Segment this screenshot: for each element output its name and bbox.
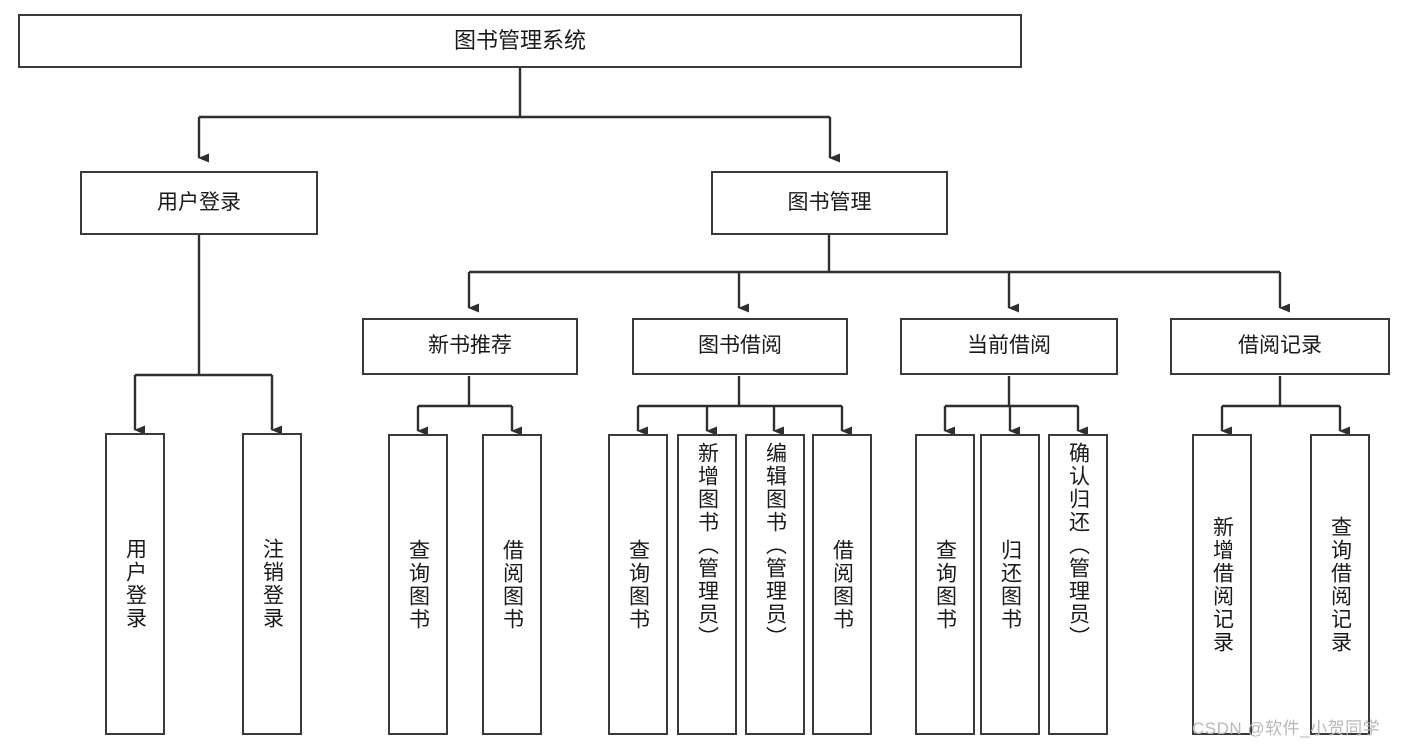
node-label: 注销登录: [260, 538, 284, 630]
node-label: 编辑图书（管理员）: [763, 442, 787, 649]
leaf-current-confirm-return[interactable]: 确认归还（管理员）: [1048, 434, 1108, 735]
node-label: 新增图书（管理员）: [695, 442, 719, 649]
leaf-user-login[interactable]: 用户登录: [105, 433, 165, 735]
node-book-borrow[interactable]: 图书借阅: [632, 318, 848, 375]
node-label: 借阅图书: [500, 538, 524, 631]
leaf-recommend-query-book[interactable]: 查询图书: [388, 434, 448, 735]
leaf-borrow-add-book[interactable]: 新增图书（管理员）: [677, 434, 737, 735]
leaf-recommend-borrow-book[interactable]: 借阅图书: [482, 434, 542, 735]
node-label: 新增借阅记录: [1210, 515, 1234, 654]
node-label: 当前借阅: [967, 334, 1051, 358]
node-user-login[interactable]: 用户登录: [80, 171, 318, 235]
node-label: 查询图书: [406, 538, 430, 631]
node-label: 归还图书: [998, 538, 1022, 631]
leaf-current-return-book[interactable]: 归还图书: [980, 434, 1040, 735]
node-label: 新书推荐: [428, 334, 512, 358]
node-label: 图书管理: [787, 190, 872, 214]
leaf-current-query-book[interactable]: 查询图书: [915, 434, 975, 735]
leaf-borrow-borrow-book[interactable]: 借阅图书: [812, 434, 872, 735]
node-label: 查询图书: [626, 538, 650, 631]
node-label: 图书管理系统: [453, 28, 586, 54]
watermark-text: CSDN @软件_小贺同学: [1192, 719, 1381, 738]
node-label: 图书借阅: [698, 334, 782, 358]
node-label: 查询图书: [933, 538, 957, 631]
leaf-record-query-record[interactable]: 查询借阅记录: [1310, 434, 1370, 735]
node-label: 借阅图书: [830, 538, 854, 631]
node-label: 用户登录: [157, 190, 241, 214]
node-root-system[interactable]: 图书管理系统: [18, 14, 1022, 68]
node-label: 确认归还（管理员）: [1066, 442, 1090, 649]
node-book-management[interactable]: 图书管理: [711, 171, 948, 235]
node-label: 查询借阅记录: [1328, 515, 1352, 654]
leaf-user-logout[interactable]: 注销登录: [242, 433, 302, 735]
node-current-borrow[interactable]: 当前借阅: [900, 318, 1118, 375]
leaf-record-add-record[interactable]: 新增借阅记录: [1192, 434, 1252, 735]
node-new-book-recommend[interactable]: 新书推荐: [362, 318, 578, 375]
leaf-borrow-query-book[interactable]: 查询图书: [608, 434, 668, 735]
node-label: 借阅记录: [1238, 334, 1322, 358]
node-borrow-record[interactable]: 借阅记录: [1170, 318, 1390, 375]
node-label: 用户登录: [123, 538, 147, 630]
leaf-borrow-edit-book[interactable]: 编辑图书（管理员）: [745, 434, 805, 735]
